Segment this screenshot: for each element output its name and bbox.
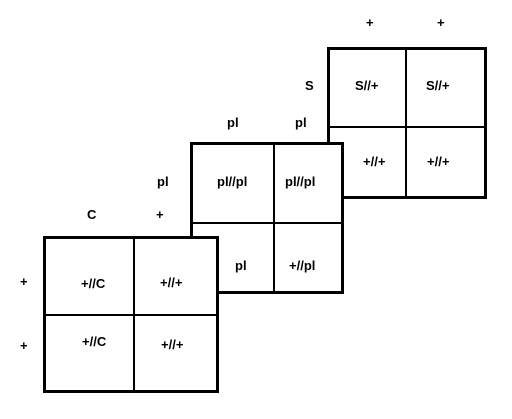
cell: S//+ — [355, 78, 379, 93]
col-header: + — [156, 207, 164, 222]
col-header: pl — [227, 115, 239, 130]
punnett-square-s: S//+ S//+ +//+ +//+ — [327, 47, 487, 199]
cell: pl//pl — [285, 174, 316, 189]
cell: +//+ — [427, 154, 450, 169]
cell: +//C — [81, 276, 106, 291]
col-header: + — [437, 15, 445, 30]
cell: +//pl — [289, 258, 316, 273]
col-header: C — [87, 207, 97, 222]
cell: +//+ — [160, 275, 183, 290]
cell: +//+ — [161, 337, 184, 352]
cell: pl//pl — [217, 174, 248, 189]
row-header: pl — [157, 174, 169, 189]
cell: +//+ — [363, 154, 386, 169]
cell: pl — [235, 258, 247, 273]
cell: +//C — [82, 334, 107, 349]
col-header: pl — [295, 115, 307, 130]
row-header: + — [20, 274, 28, 289]
cell: S//+ — [426, 78, 450, 93]
row-header: S — [305, 78, 314, 93]
punnett-square-c: +//C +//+ +//C +//+ — [43, 236, 219, 393]
row-header: + — [20, 338, 28, 353]
col-header: + — [366, 15, 374, 30]
